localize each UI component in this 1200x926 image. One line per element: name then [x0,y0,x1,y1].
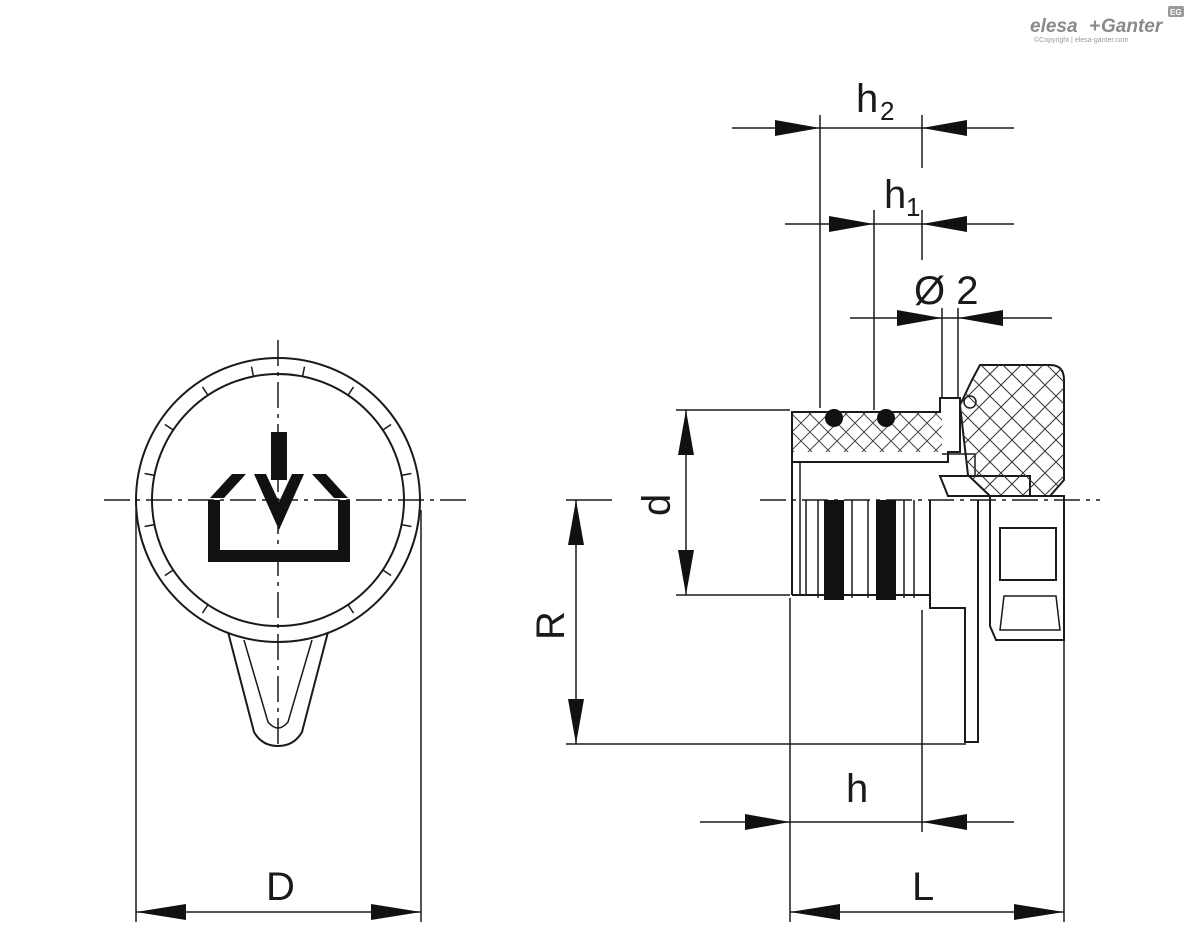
brand-badge-box [1168,6,1184,17]
dim-h1-label: h [884,173,906,217]
dim-L-label: L [912,865,934,909]
dim-dia-arrow-left [897,310,942,326]
front-ring-notch [144,523,155,528]
dim-D-arrow-left [136,904,186,920]
side-head-window [999,527,1057,581]
front-ring-notch [401,523,412,528]
front-ring-notch [382,423,392,431]
dim-h-label: h [846,767,868,811]
side-body-upper [791,397,961,463]
brand-name-left: elesa [1030,16,1078,37]
dim-dia-arrow-right [958,310,1003,326]
dim-d-arrow-top [678,410,694,455]
side-head-skirt [989,495,1065,641]
front-ring-notch [201,386,209,396]
brand-name-plus: + [1089,16,1100,37]
dim-D-label: D [266,865,295,909]
dim-h2-sub: 2 [880,96,894,126]
front-inner-ring [151,373,405,627]
front-dipstick-tab-inner [243,639,313,729]
front-ring-notch [144,472,155,477]
side-view: h 2 h 1 Ø 2 d R h [529,77,1100,922]
dim-h2-arrow-left [775,120,820,136]
brand-logo: elesa + Ganter EG ©Copyright | elesa-gan… [1030,6,1184,44]
brand-copyright: ©Copyright | elesa-ganter.com [1034,36,1129,44]
side-head-lower-facet [999,595,1061,631]
dim-R-label: R [529,611,573,640]
front-ring-notch [347,604,355,614]
dim-d-arrow-bottom [678,550,694,595]
dim-L-arrow-right [1014,904,1064,920]
side-body-hatch [792,412,942,452]
front-ring-notch [347,386,355,396]
dim-D-arrow-right [371,904,421,920]
front-dipstick-tab [227,631,329,748]
dim-L-arrow-left [790,904,840,920]
front-ring-notches [144,366,412,614]
front-ring-notch [301,366,306,377]
front-outer-ring [135,357,421,643]
side-knurl-pattern [960,365,1064,496]
fill-in-arrow-icon [208,432,350,562]
front-ring-notch [164,423,174,431]
dim-R-arrow-bottom [568,699,584,744]
dim-h-arrow-right [922,814,967,830]
side-vent-hole [963,395,977,409]
front-ring-notch [250,366,255,377]
dim-dia-label: Ø 2 [914,269,978,313]
dim-h1-sub: 1 [906,192,920,222]
dim-h2-label: h [856,77,878,121]
side-dipstick-stem [929,500,979,743]
dim-h1-arrow-right [922,216,967,232]
side-oring-band-2 [876,500,896,600]
front-ring-notch [164,569,174,577]
side-oring-top-1 [825,409,843,427]
brand-badge: EG [1170,8,1182,17]
dim-h1-arrow-left [829,216,874,232]
front-ring-notch [401,472,412,477]
side-oring-top-2 [877,409,895,427]
side-thread-lines [805,500,915,598]
front-ring-notch [201,604,209,614]
front-ring-notch [382,569,392,577]
dim-d-label: d [635,494,679,516]
front-view: D [104,340,470,922]
brand-name-right: Ganter [1101,16,1164,37]
dim-R-arrow-top [568,500,584,545]
dim-h-arrow-left [745,814,790,830]
dim-h2-arrow-right [922,120,967,136]
side-oring-band-1 [824,500,844,600]
